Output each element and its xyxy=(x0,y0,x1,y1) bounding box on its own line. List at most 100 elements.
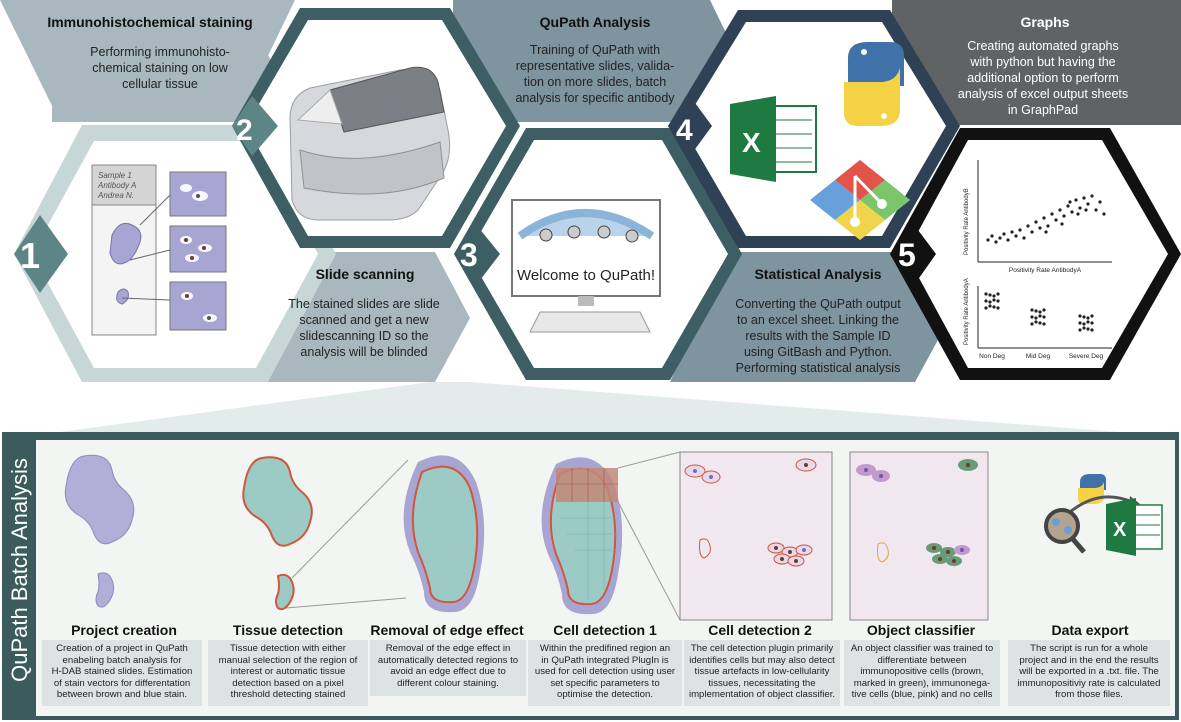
dot-plot-dot xyxy=(1086,327,1090,331)
dot-plot-dot xyxy=(1038,314,1042,318)
scatter-dot xyxy=(1042,216,1046,220)
step-title-cell-detection-1: Cell detection 1 xyxy=(553,622,657,638)
scatter-dot xyxy=(1050,212,1054,216)
hex-qupath-label xyxy=(453,0,740,122)
svg-text:X: X xyxy=(742,127,761,158)
dot-plot-dot xyxy=(1086,320,1090,324)
dot-plot-dot xyxy=(1030,322,1034,326)
immuno-text: Performing immunohisto-chemical staining… xyxy=(90,45,230,91)
hex-graphs-label xyxy=(892,0,1181,125)
scatter-dot xyxy=(998,236,1002,240)
scatter-dot xyxy=(1022,236,1026,240)
scatter-dot xyxy=(990,234,994,238)
scatter-dot xyxy=(1044,230,1048,234)
scatter-dot xyxy=(1046,224,1050,228)
scatter-dot xyxy=(1094,208,1098,212)
svg-text:Mid Deg: Mid Deg xyxy=(1026,353,1051,360)
svg-text:Positivity Rate AntibodyA: Positivity Rate AntibodyA xyxy=(1009,267,1082,274)
excel-logo: X xyxy=(730,96,817,182)
scatter-dot xyxy=(1002,232,1006,236)
data-export-illustration: X xyxy=(1044,474,1163,556)
scatter-dot xyxy=(1102,212,1106,216)
dot-plot-dot xyxy=(1078,314,1082,318)
scatter-dot xyxy=(1006,238,1010,242)
scatter-dot xyxy=(1058,208,1062,212)
svg-text:Non Deg: Non Deg xyxy=(979,353,1005,360)
dot-plot-dot xyxy=(1082,322,1086,326)
dot-plot-dot xyxy=(1082,315,1086,319)
dot-plot-dot xyxy=(1042,315,1046,319)
scatter-dot xyxy=(1034,220,1038,224)
tissue-detection-illustration xyxy=(242,456,409,611)
scatter-dot xyxy=(1098,200,1102,204)
scatter-dot xyxy=(1074,198,1078,202)
object-classifier-illustration xyxy=(849,451,989,621)
dot-plot-dot xyxy=(1078,328,1082,332)
number-2: 2 xyxy=(236,114,253,147)
dot-plot-dot xyxy=(1042,322,1046,326)
dot-plot-dot xyxy=(1038,310,1042,314)
svg-text:X: X xyxy=(1113,519,1127,541)
scatter-dot xyxy=(1076,212,1080,216)
step-title-data-export: Data export xyxy=(1051,622,1129,638)
scanning-title: Slide scanning xyxy=(315,266,415,282)
dot-plot-dot xyxy=(984,306,988,310)
scatter-plot: Positivity Rate AntibodyB Positivity Rat… xyxy=(964,160,1112,274)
dot-plot-dot xyxy=(1034,316,1038,320)
scatter-dot xyxy=(1068,200,1072,204)
immuno-title: Immunohistochemical staining xyxy=(47,14,253,30)
dot-plot-dot xyxy=(1034,320,1038,324)
dot-plot-dot xyxy=(1082,326,1086,330)
dot-plot-dot xyxy=(992,294,996,298)
scatter-dot xyxy=(1018,228,1022,232)
welcome-text: Welcome to QuPath! xyxy=(517,267,655,284)
batch-analysis-label: QuPath Batch Analysis xyxy=(7,458,32,682)
dot-plot-dot xyxy=(1090,314,1094,318)
dot-plot-dot xyxy=(988,304,992,308)
hex-immuno-label-shape xyxy=(0,0,295,122)
dot-plot-dot xyxy=(1042,308,1046,312)
dot-plot-dot xyxy=(1034,309,1038,313)
dot-plot-dot xyxy=(996,292,1000,296)
hex-stats-label xyxy=(670,252,950,382)
dot-plot-dot xyxy=(988,300,992,304)
cell-detection-2-illustration xyxy=(679,451,833,621)
project-creation-illustration xyxy=(64,454,135,608)
step-title-tissue-detection: Tissue detection xyxy=(232,622,344,638)
scatter-dot xyxy=(1014,234,1018,238)
stats-title: Statistical Analysis xyxy=(754,266,882,282)
dot-plot-dot xyxy=(1030,315,1034,319)
dot-plot-dot xyxy=(992,305,996,309)
dot-plot-dot xyxy=(1086,316,1090,320)
dot-plot-dot xyxy=(1078,321,1082,325)
scatter-dot xyxy=(986,238,990,242)
dot-plot-dot xyxy=(992,298,996,302)
number-1: 1 xyxy=(20,235,40,276)
scatter-dot xyxy=(1062,214,1066,218)
scatter-dot xyxy=(1066,204,1070,208)
scatter-dot xyxy=(1078,206,1082,210)
dot-plot: Positivity Rate AntibodyA Non Deg Mid De… xyxy=(964,278,1112,360)
qupath-title: QuPath Analysis xyxy=(539,14,651,30)
scatter-dot xyxy=(1082,196,1086,200)
dot-plot-dot xyxy=(1038,321,1042,325)
number-4: 4 xyxy=(676,114,693,147)
scatter-dot xyxy=(994,240,998,244)
number-3: 3 xyxy=(460,237,478,273)
scatter-dot xyxy=(1070,210,1074,214)
scatter-dot xyxy=(1090,194,1094,198)
scatter-dot xyxy=(1038,226,1042,230)
graphs-title: Graphs xyxy=(1020,14,1070,30)
number-5: 5 xyxy=(898,237,916,273)
monitor-illustration: Welcome to QuPath! xyxy=(511,199,661,333)
python-logo xyxy=(844,42,904,126)
